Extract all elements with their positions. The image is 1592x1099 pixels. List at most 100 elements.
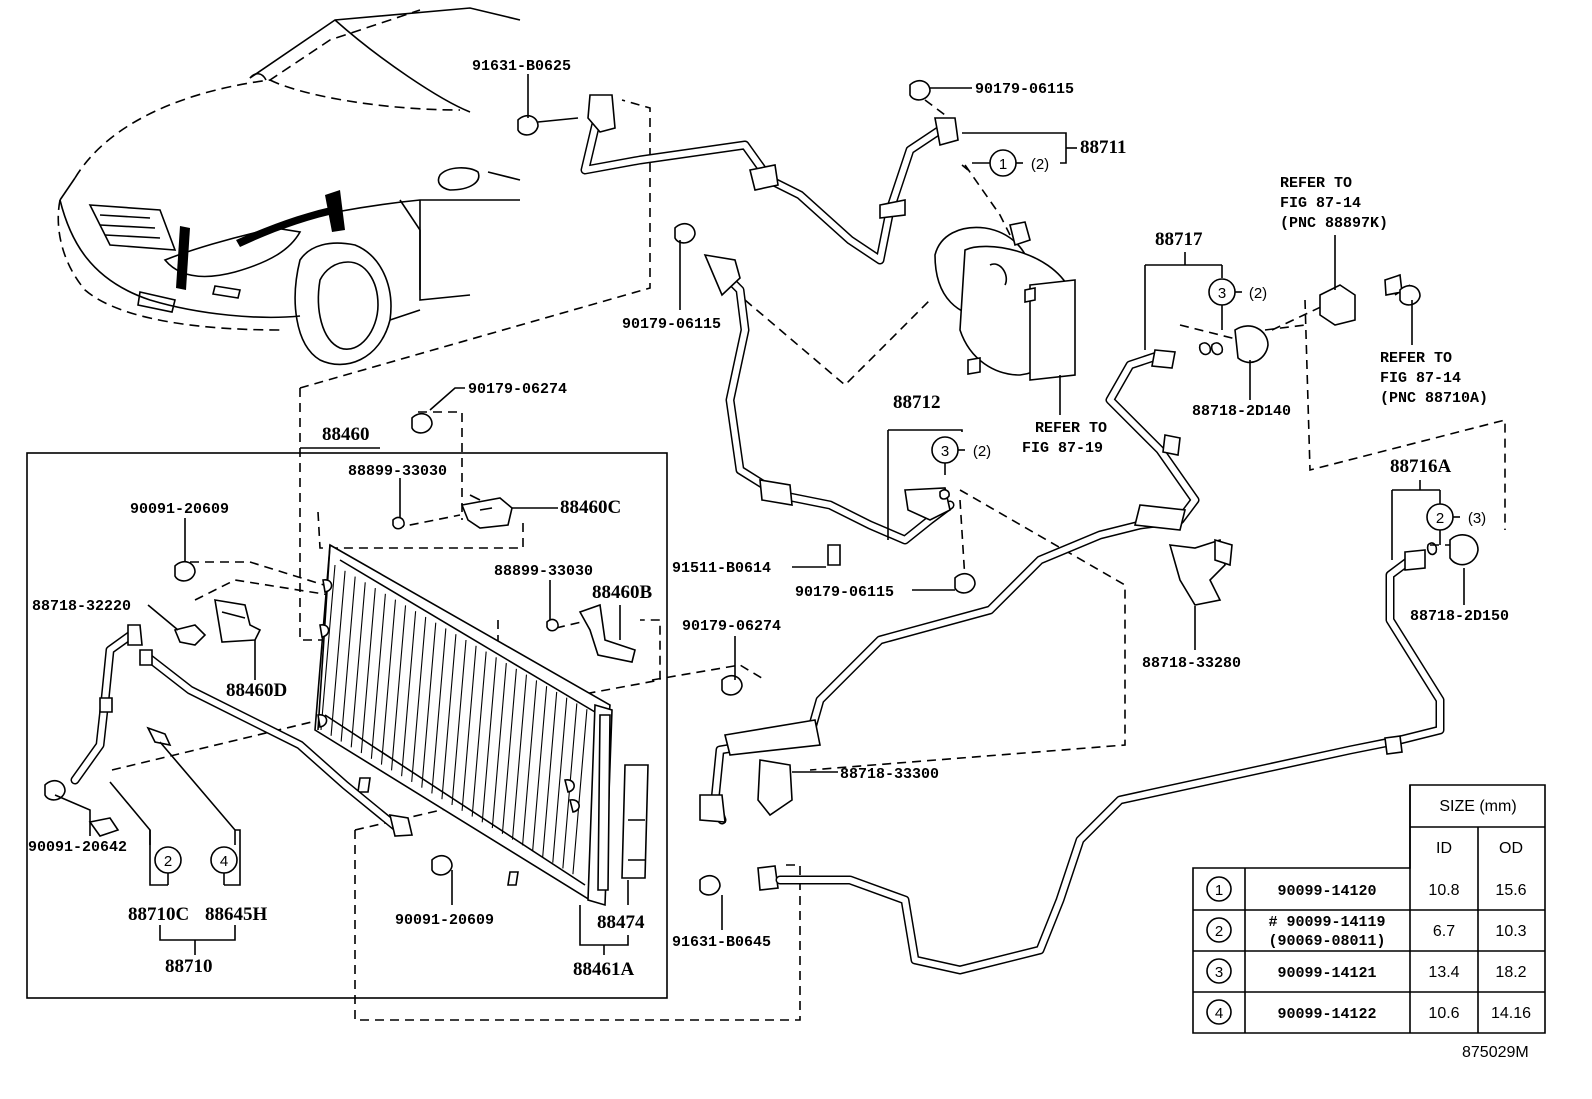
- label-refer-88897k-line1: REFER TO: [1280, 175, 1352, 192]
- condenser-fin: [401, 611, 417, 777]
- svg-text:2: 2: [1215, 923, 1223, 940]
- table-row-id: 10.8: [1428, 882, 1459, 899]
- label-88712-qty: (2): [973, 443, 991, 460]
- label-88460c: 88460C: [560, 497, 621, 518]
- table-row-part: # 90099-14119: [1268, 914, 1385, 931]
- vehicle-front-illustration: [57, 7, 521, 366]
- condenser-fin: [501, 668, 517, 834]
- table-row-part: 90099-14120: [1277, 883, 1376, 900]
- label-88461a: 88461A: [573, 959, 635, 980]
- table-ref-1: [1206, 876, 1232, 902]
- label-refer-fig-87-19-line1: REFER TO: [1035, 420, 1107, 437]
- part-labels: 91631-B0625 90179-06115 88711 1 (2) 9017…: [28, 58, 1509, 980]
- table-row-part-alt: (90069-08011): [1268, 933, 1385, 950]
- table-row-od: 10.3: [1495, 923, 1526, 940]
- label-88710: 88710: [165, 956, 213, 977]
- bracket-88460b: [578, 603, 636, 663]
- label-90179-06115-top: 90179-06115: [975, 81, 1074, 98]
- label-88718-33280: 88718-33280: [1142, 655, 1241, 672]
- condenser-fin: [451, 639, 467, 806]
- label-88718-2d150: 88718-2D150: [1410, 608, 1509, 625]
- table-row-od: 14.16: [1491, 1005, 1531, 1022]
- condenser-fin: [390, 605, 407, 771]
- bolts-condenser-area: [44, 412, 743, 876]
- table-ref-3: [1206, 958, 1232, 984]
- svg-text:2: 2: [1436, 510, 1444, 527]
- o-ring-size-table: SIZE (mm) ID OD 1 90099-14120 10.8 15.6 …: [1192, 784, 1546, 1034]
- label-88717: 88717: [1155, 229, 1203, 250]
- label-88711: 88711: [1080, 137, 1126, 158]
- label-refer-88897k-line2: FIG 87-14: [1280, 195, 1361, 212]
- condenser-fin: [320, 564, 336, 731]
- figure-number: 875029M: [1462, 1044, 1529, 1061]
- condenser-fin: [572, 709, 588, 875]
- label-90091-20609-b: 90091-20609: [395, 912, 494, 929]
- table-row-id: 10.6: [1428, 1005, 1459, 1022]
- label-91631-b0625: 91631-B0625: [472, 58, 571, 75]
- condenser-fin: [461, 645, 477, 811]
- pipe-88716a: [775, 534, 1479, 975]
- label-91511-b0614: 91511-B0614: [672, 560, 771, 577]
- label-90091-20609-a: 90091-20609: [130, 501, 229, 518]
- label-90091-20642: 90091-20642: [28, 839, 127, 856]
- label-88645h: 88645H: [205, 904, 268, 925]
- label-90179-06115-mid: 90179-06115: [622, 316, 721, 333]
- svg-text:3: 3: [1215, 964, 1223, 981]
- condenser-fin: [431, 628, 447, 794]
- pipe-88717: [699, 273, 1421, 896]
- condenser-fin: [521, 680, 538, 846]
- svg-text:4: 4: [1215, 1005, 1223, 1022]
- label-91631-b0645: 91631-B0645: [672, 934, 771, 951]
- condenser-fin: [511, 674, 528, 840]
- label-refer-88710a-line3: (PNC 88710A): [1380, 390, 1488, 407]
- label-refer-88897k-line3: (PNC 88897K): [1280, 215, 1388, 232]
- label-88716a-qty: (3): [1468, 510, 1486, 527]
- table-header-od: OD: [1499, 840, 1523, 857]
- condenser-fin: [340, 576, 356, 742]
- label-90179-06274-bot: 90179-06274: [682, 618, 781, 635]
- label-88460: 88460: [322, 424, 370, 445]
- condenser-fin: [360, 588, 376, 754]
- table-row-id: 13.4: [1428, 964, 1459, 981]
- pipe-88710: [70, 624, 413, 837]
- svg-text:3: 3: [941, 443, 949, 460]
- condenser-assembly-frame: [26, 452, 668, 999]
- label-88718-32220: 88718-32220: [32, 598, 131, 615]
- condenser-fin: [552, 697, 568, 863]
- condenser-fin: [411, 616, 427, 782]
- condenser-fin: [532, 686, 548, 852]
- svg-text:4: 4: [220, 853, 228, 870]
- condenser-fin: [350, 582, 366, 748]
- condenser-fin: [481, 657, 497, 823]
- condenser-fin: [441, 634, 457, 800]
- condenser-fin: [491, 663, 507, 829]
- label-88718-2d140: 88718-2D140: [1192, 403, 1291, 420]
- label-88899-33030-a: 88899-33030: [348, 463, 447, 480]
- table-header-id: ID: [1436, 840, 1452, 857]
- label-88899-33030-b: 88899-33030: [494, 563, 593, 580]
- compressor: [934, 221, 1076, 381]
- condenser-core: [314, 543, 613, 907]
- table-row-id: 6.7: [1433, 923, 1455, 940]
- receiver-drier-88474: [621, 764, 649, 879]
- label-90179-06274-top: 90179-06274: [468, 381, 567, 398]
- label-refer-fig-87-19-line2: FIG 87-19: [1022, 440, 1103, 457]
- label-88711-qty: (2): [1031, 156, 1049, 173]
- label-refer-88710a-line1: REFER TO: [1380, 350, 1452, 367]
- condenser-fin: [471, 651, 487, 817]
- table-row-part: 90099-14122: [1277, 1006, 1376, 1023]
- svg-text:2: 2: [164, 853, 172, 870]
- svg-text:1: 1: [1215, 882, 1223, 899]
- svg-text:1: 1: [999, 156, 1007, 173]
- table-ref-2: [1206, 917, 1232, 943]
- label-88716a: 88716A: [1390, 456, 1452, 477]
- table-row-od: 18.2: [1495, 964, 1526, 981]
- label-refer-88710a-line2: FIG 87-14: [1380, 370, 1461, 387]
- hose-88711: [517, 79, 959, 265]
- label-88717-qty: (2): [1249, 285, 1267, 302]
- condenser-fin: [370, 593, 386, 759]
- table-ref-4: [1206, 999, 1232, 1025]
- condenser-fin: [330, 570, 346, 736]
